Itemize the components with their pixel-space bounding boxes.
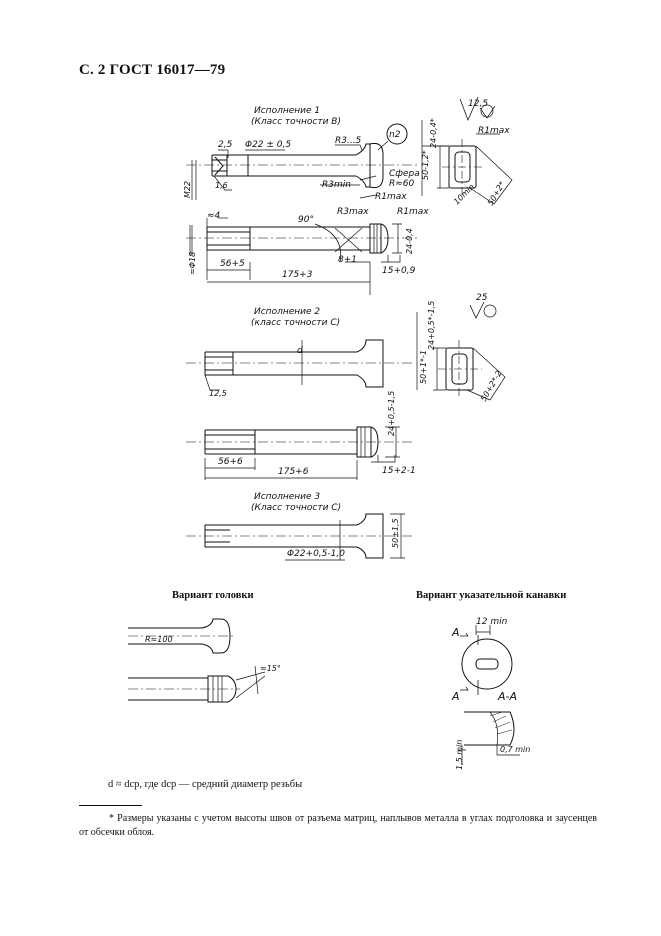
ver2-head-end-view	[416, 301, 506, 401]
dim-r60: R≈60	[389, 179, 415, 189]
ver3-subtitle: (Класс точности С)	[251, 503, 341, 513]
footnote: * Размеры указаны с учетом высоты швов о…	[79, 813, 597, 838]
dim-175-6: 175+6	[278, 467, 309, 477]
diameter-note: d ≈ dср, где dср — средний диаметр резьб…	[108, 779, 303, 790]
dim-4: ≈4	[207, 211, 221, 221]
head-variant-drawing	[128, 618, 266, 703]
roughness-1: 12,5	[468, 99, 488, 109]
groove-a1: А	[451, 626, 460, 639]
groove-a2: А	[451, 690, 460, 703]
dim-50-12: 50-1,2*	[421, 150, 430, 180]
dim-12-5: 12,5	[209, 389, 227, 398]
dim-r3max: R3max	[337, 207, 369, 217]
page-header: С. 2 ГОСТ 16017—79	[79, 62, 226, 78]
ver1-head-end-view	[421, 96, 513, 205]
ver2-bolt-bottom	[186, 426, 415, 480]
dim-r1max-a: R1max	[375, 192, 407, 202]
ver2-bolt-top	[186, 339, 415, 391]
groove-0-7min: 0,7 min	[500, 745, 530, 754]
ver3-bolt	[186, 513, 415, 561]
dim-175-3: 175+3	[282, 270, 313, 280]
dim-m22: M22	[183, 181, 192, 198]
ver2-title: Исполнение 2	[254, 307, 320, 317]
ver1-bolt-bottom	[186, 217, 420, 295]
dim-8-1: 8+1	[338, 255, 357, 265]
groove-aa: А-А	[497, 690, 517, 703]
dim-24-v2: 24+0,5*-1,5	[427, 301, 436, 350]
footnote-rule	[79, 805, 142, 806]
groove-variant-drawing	[458, 625, 520, 765]
dim-10min: 10min	[452, 182, 476, 206]
dim-15-09: 15+0,9	[382, 266, 416, 276]
ver1-subtitle: (Класс точности В)	[251, 117, 341, 127]
dim-r3-5: R3...5	[335, 136, 362, 146]
dim-50-15: 50±1,5	[391, 518, 400, 548]
dim-50-1-v2: 50+1*-1	[419, 350, 428, 384]
dim-sfera: Сфера	[389, 169, 420, 179]
dim-24-04b: 24-0,4	[405, 228, 414, 254]
dim-1-6: 1,6	[215, 181, 228, 190]
ver3-title: Исполнение 3	[254, 492, 320, 502]
dim-24-04: 24-0,4*	[429, 118, 438, 148]
dim-phi22: Φ22 ± 0,5	[245, 140, 291, 150]
head-angle: ≈15°	[260, 664, 281, 673]
groove-1-5min: 1,5 min	[455, 740, 464, 770]
head-r100: R≈100	[145, 635, 173, 644]
dim-r3min: R3min	[322, 180, 351, 190]
dim-d: d	[297, 346, 303, 356]
ver1-bolt-top	[186, 123, 420, 200]
ver1-title: Исполнение 1	[254, 106, 320, 116]
dim-r1max-c: R1max	[397, 207, 429, 217]
dim-56-5: 56+5	[220, 259, 245, 269]
groove-variant-title: Вариант указательной канавки	[416, 590, 567, 601]
dim-phi18: ≈Φ18	[188, 252, 197, 275]
dim-15-2: 15+2-1	[382, 466, 416, 476]
dim-56-6: 56+6	[218, 457, 243, 467]
dim-24-v2b: 24+0,5-1,5	[387, 391, 396, 436]
dim-50-2: 50+2*	[486, 180, 507, 207]
dim-n2: n2	[389, 130, 401, 140]
dim-2-5: 2,5	[218, 140, 233, 150]
dim-90: 90°	[298, 215, 314, 225]
dim-r1max-b: R1max	[478, 126, 510, 136]
dim-phi22-v3: Φ22+0,5-1,0	[287, 549, 345, 559]
ver2-subtitle: (класс точности С)	[251, 318, 340, 328]
roughness-2: 25	[476, 293, 488, 303]
head-variant-title: Вариант головки	[172, 590, 254, 601]
groove-12min: 12 min	[476, 617, 508, 627]
